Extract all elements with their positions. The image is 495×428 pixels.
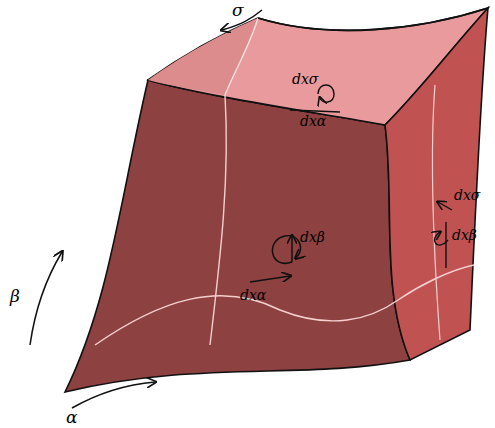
differential-label: dxβ [452, 228, 477, 242]
differential-label: dxα [300, 114, 326, 128]
differential-label: dxσ [292, 72, 318, 86]
axis-label: α [66, 409, 77, 426]
differential-label: dxβ [300, 230, 325, 244]
differential-label: dxα [240, 288, 266, 302]
differential-label: dxσ [454, 188, 480, 202]
axis-label: σ [232, 2, 244, 19]
axis-label: β [10, 288, 20, 305]
